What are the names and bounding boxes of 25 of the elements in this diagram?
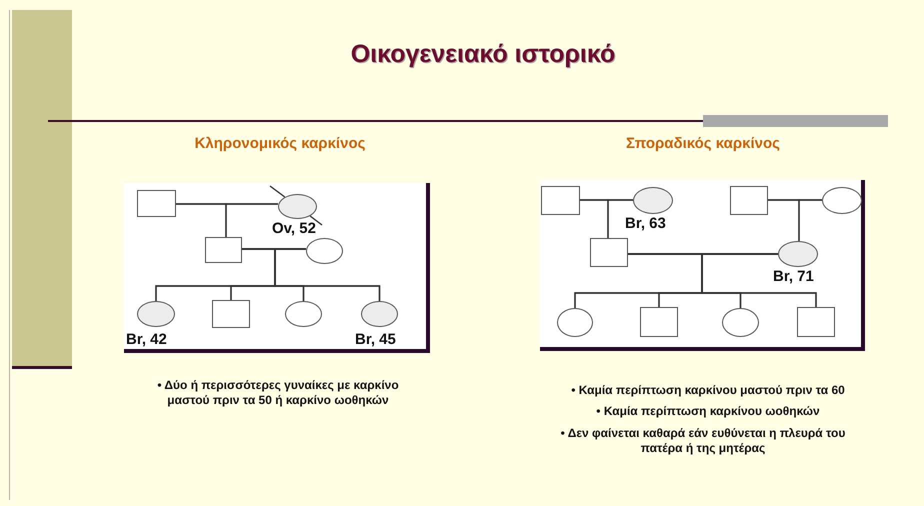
- affected-label: Br, 42: [126, 331, 167, 348]
- male-square: [212, 300, 250, 328]
- bullet-text: • Δύο ή περισσότερες γυναίκες με καρκίνο μαστού πριν τα 50 ή καρκίνο ωοθηκών: [156, 378, 400, 408]
- male-square: [541, 186, 580, 215]
- male-square: [640, 307, 678, 337]
- male-square: [205, 237, 242, 263]
- descent-line: [798, 199, 822, 241]
- slide-title: Οικογενειακό ιστορικό: [350, 40, 616, 69]
- bullet-text: • Δεν φαίνεται καθαρά εάν ευθύνεται η πλευρά του πατέρα ή της μητέρας: [560, 426, 846, 456]
- descent-line: [607, 199, 633, 238]
- descent-line: [225, 203, 278, 237]
- affected-label: Br, 63: [625, 215, 666, 232]
- bullet-text: • Καμία περίπτωση καρκίνου μαστού πριν τα 60: [570, 383, 846, 398]
- section-heading: Σποραδικός καρκίνος: [625, 135, 781, 152]
- bullet-text: • Καμία περίπτωση καρκίνου ωοθηκών: [595, 404, 821, 419]
- section-heading: Κληρονομικός καρκίνος: [194, 135, 366, 152]
- male-square: [797, 307, 835, 337]
- descent-line: [274, 248, 380, 301]
- male-square: [137, 190, 176, 217]
- male-square: [730, 186, 768, 215]
- affected-label: Br, 45: [355, 331, 396, 348]
- affected-label: Br, 71: [773, 268, 814, 285]
- male-square: [590, 238, 628, 267]
- affected-label: Ov, 52: [272, 220, 316, 237]
- descent-line: [701, 253, 817, 307]
